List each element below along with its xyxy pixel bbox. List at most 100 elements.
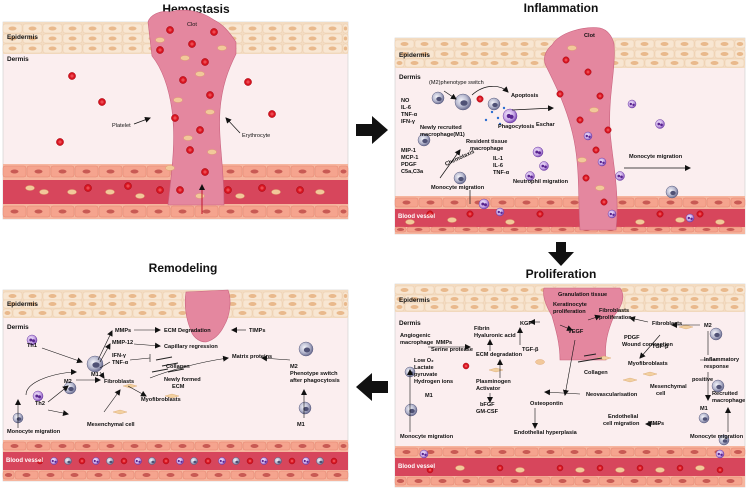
svg-text:Fibroblasts: Fibroblasts xyxy=(599,308,629,314)
neutrophil-lobe xyxy=(222,460,225,463)
neutrophil-lobe xyxy=(617,174,621,178)
hypoxia-list: Low O₂ Lactate pyruvate Hydrogen ions xyxy=(414,358,453,385)
cell-nucleus xyxy=(670,297,679,301)
proliferation-cells xyxy=(404,324,730,474)
platelet-cell xyxy=(25,185,35,191)
cell-nucleus xyxy=(450,305,459,309)
svg-text:ECM: ECM xyxy=(172,384,185,390)
cell-nucleus xyxy=(450,297,459,301)
platelet-cell xyxy=(183,135,193,141)
cell-nucleus xyxy=(8,36,17,41)
m1-right-remodeling-label: M1 xyxy=(297,422,305,428)
svg-text:Lactate: Lactate xyxy=(414,365,434,371)
cell-nucleus xyxy=(328,36,337,41)
cell-nucleus xyxy=(4,311,11,315)
macrophage-nucleus xyxy=(151,460,155,464)
cell-nucleus xyxy=(410,61,419,65)
inflammation-cells xyxy=(405,45,725,225)
cell-nucleus xyxy=(68,294,77,298)
phase-arrow-right xyxy=(356,116,388,144)
cell-nucleus xyxy=(660,288,669,292)
macrophage-nucleus xyxy=(722,439,728,443)
cell-nucleus xyxy=(510,228,519,231)
debris-particle xyxy=(496,116,500,120)
fibroblast-cell xyxy=(488,367,504,373)
cell-nucleus xyxy=(500,52,509,56)
monocyte-migration-left-label: Monocyte migration xyxy=(431,185,485,191)
cell-nucleus xyxy=(68,46,77,51)
svg-text:Activator: Activator xyxy=(476,386,501,392)
cell-nucleus xyxy=(298,311,307,315)
cell-nucleus xyxy=(214,473,223,477)
macrophage-nucleus xyxy=(109,460,113,464)
cell-nucleus xyxy=(28,46,37,51)
macrophage-nucleus xyxy=(303,406,309,412)
cell-nucleus xyxy=(118,311,127,315)
macrophage-nucleus xyxy=(68,386,74,392)
svg-text:after phagocytosis: after phagocytosis xyxy=(290,378,340,384)
svg-text:MCP-1: MCP-1 xyxy=(401,155,418,161)
platelet-cell xyxy=(271,189,281,195)
cell-nucleus xyxy=(570,450,579,454)
cell-nucleus xyxy=(480,288,489,292)
cell-nucleus xyxy=(70,473,79,477)
m2-remodeling-label: M2 xyxy=(64,379,72,385)
cell-nucleus xyxy=(396,479,405,483)
hemostasis-blood-cells xyxy=(25,26,325,199)
phase-arrow-down xyxy=(548,242,574,266)
cell-nucleus xyxy=(130,169,139,174)
collagen-fiber xyxy=(589,357,603,361)
svg-text:MIP-1: MIP-1 xyxy=(401,148,416,154)
erythrocyte-center xyxy=(538,212,542,216)
erythrocyte-center xyxy=(80,459,84,463)
neutrophil-lobe xyxy=(541,164,545,168)
cell-nucleus xyxy=(702,479,711,483)
cell-nucleus xyxy=(396,61,403,65)
cell-nucleus xyxy=(82,444,91,448)
cell-nucleus xyxy=(108,294,117,298)
cell-nucleus xyxy=(138,311,147,315)
cell-nucleus xyxy=(310,473,319,477)
cell-nucleus xyxy=(82,209,91,214)
remodeling-epidermis xyxy=(2,290,349,318)
neutrophil-cell xyxy=(715,449,725,459)
cell-nucleus xyxy=(670,61,679,65)
cell-nucleus xyxy=(178,209,187,214)
cell-nucleus xyxy=(250,169,259,174)
cell-nucleus xyxy=(650,61,659,65)
cell-nucleus xyxy=(18,311,27,315)
cell-nucleus xyxy=(106,209,115,214)
cell-nucleus xyxy=(480,52,489,56)
cell-nucleus xyxy=(396,297,403,301)
cell-nucleus xyxy=(148,302,157,306)
macrophage-nucleus xyxy=(436,96,442,102)
erythrocyte-center xyxy=(58,140,62,144)
myofibroblasts-remodeling-label: Myofibroblasts xyxy=(141,397,181,403)
neutrophil-lobe xyxy=(424,453,427,456)
cell-nucleus xyxy=(128,46,137,51)
cell-nucleus xyxy=(438,479,447,483)
cell-nucleus xyxy=(530,297,539,301)
neutrophil-lobe xyxy=(687,216,690,220)
cell-nucleus xyxy=(650,297,659,301)
neutrophil-lobe xyxy=(481,202,485,206)
fibroblast-cell xyxy=(164,393,180,399)
cell-nucleus xyxy=(736,52,744,56)
neutrophil-lobe xyxy=(690,217,693,220)
inflammation-dermis-label: Dermis xyxy=(399,74,421,81)
panel-proliferation: Proliferation Epidermis Dermis Blood ves… xyxy=(394,267,746,488)
neutrophil-cell xyxy=(218,457,226,465)
cell-nucleus xyxy=(108,36,117,41)
cell-nucleus xyxy=(700,42,709,46)
neutrophil-cytokine-list: IL-1 IL-6 TNF-α xyxy=(493,156,510,176)
cell-nucleus xyxy=(248,36,257,41)
erythrocyte-center xyxy=(298,188,302,192)
svg-text:Inflammatory: Inflammatory xyxy=(704,357,740,363)
svg-text:PDGF: PDGF xyxy=(401,162,417,168)
mmps-remodeling-label: MMPs xyxy=(115,328,131,334)
debris-particle xyxy=(498,122,502,126)
erythrocyte-center xyxy=(498,466,502,470)
cell-nucleus xyxy=(8,26,17,31)
platelet-cell xyxy=(515,467,525,473)
